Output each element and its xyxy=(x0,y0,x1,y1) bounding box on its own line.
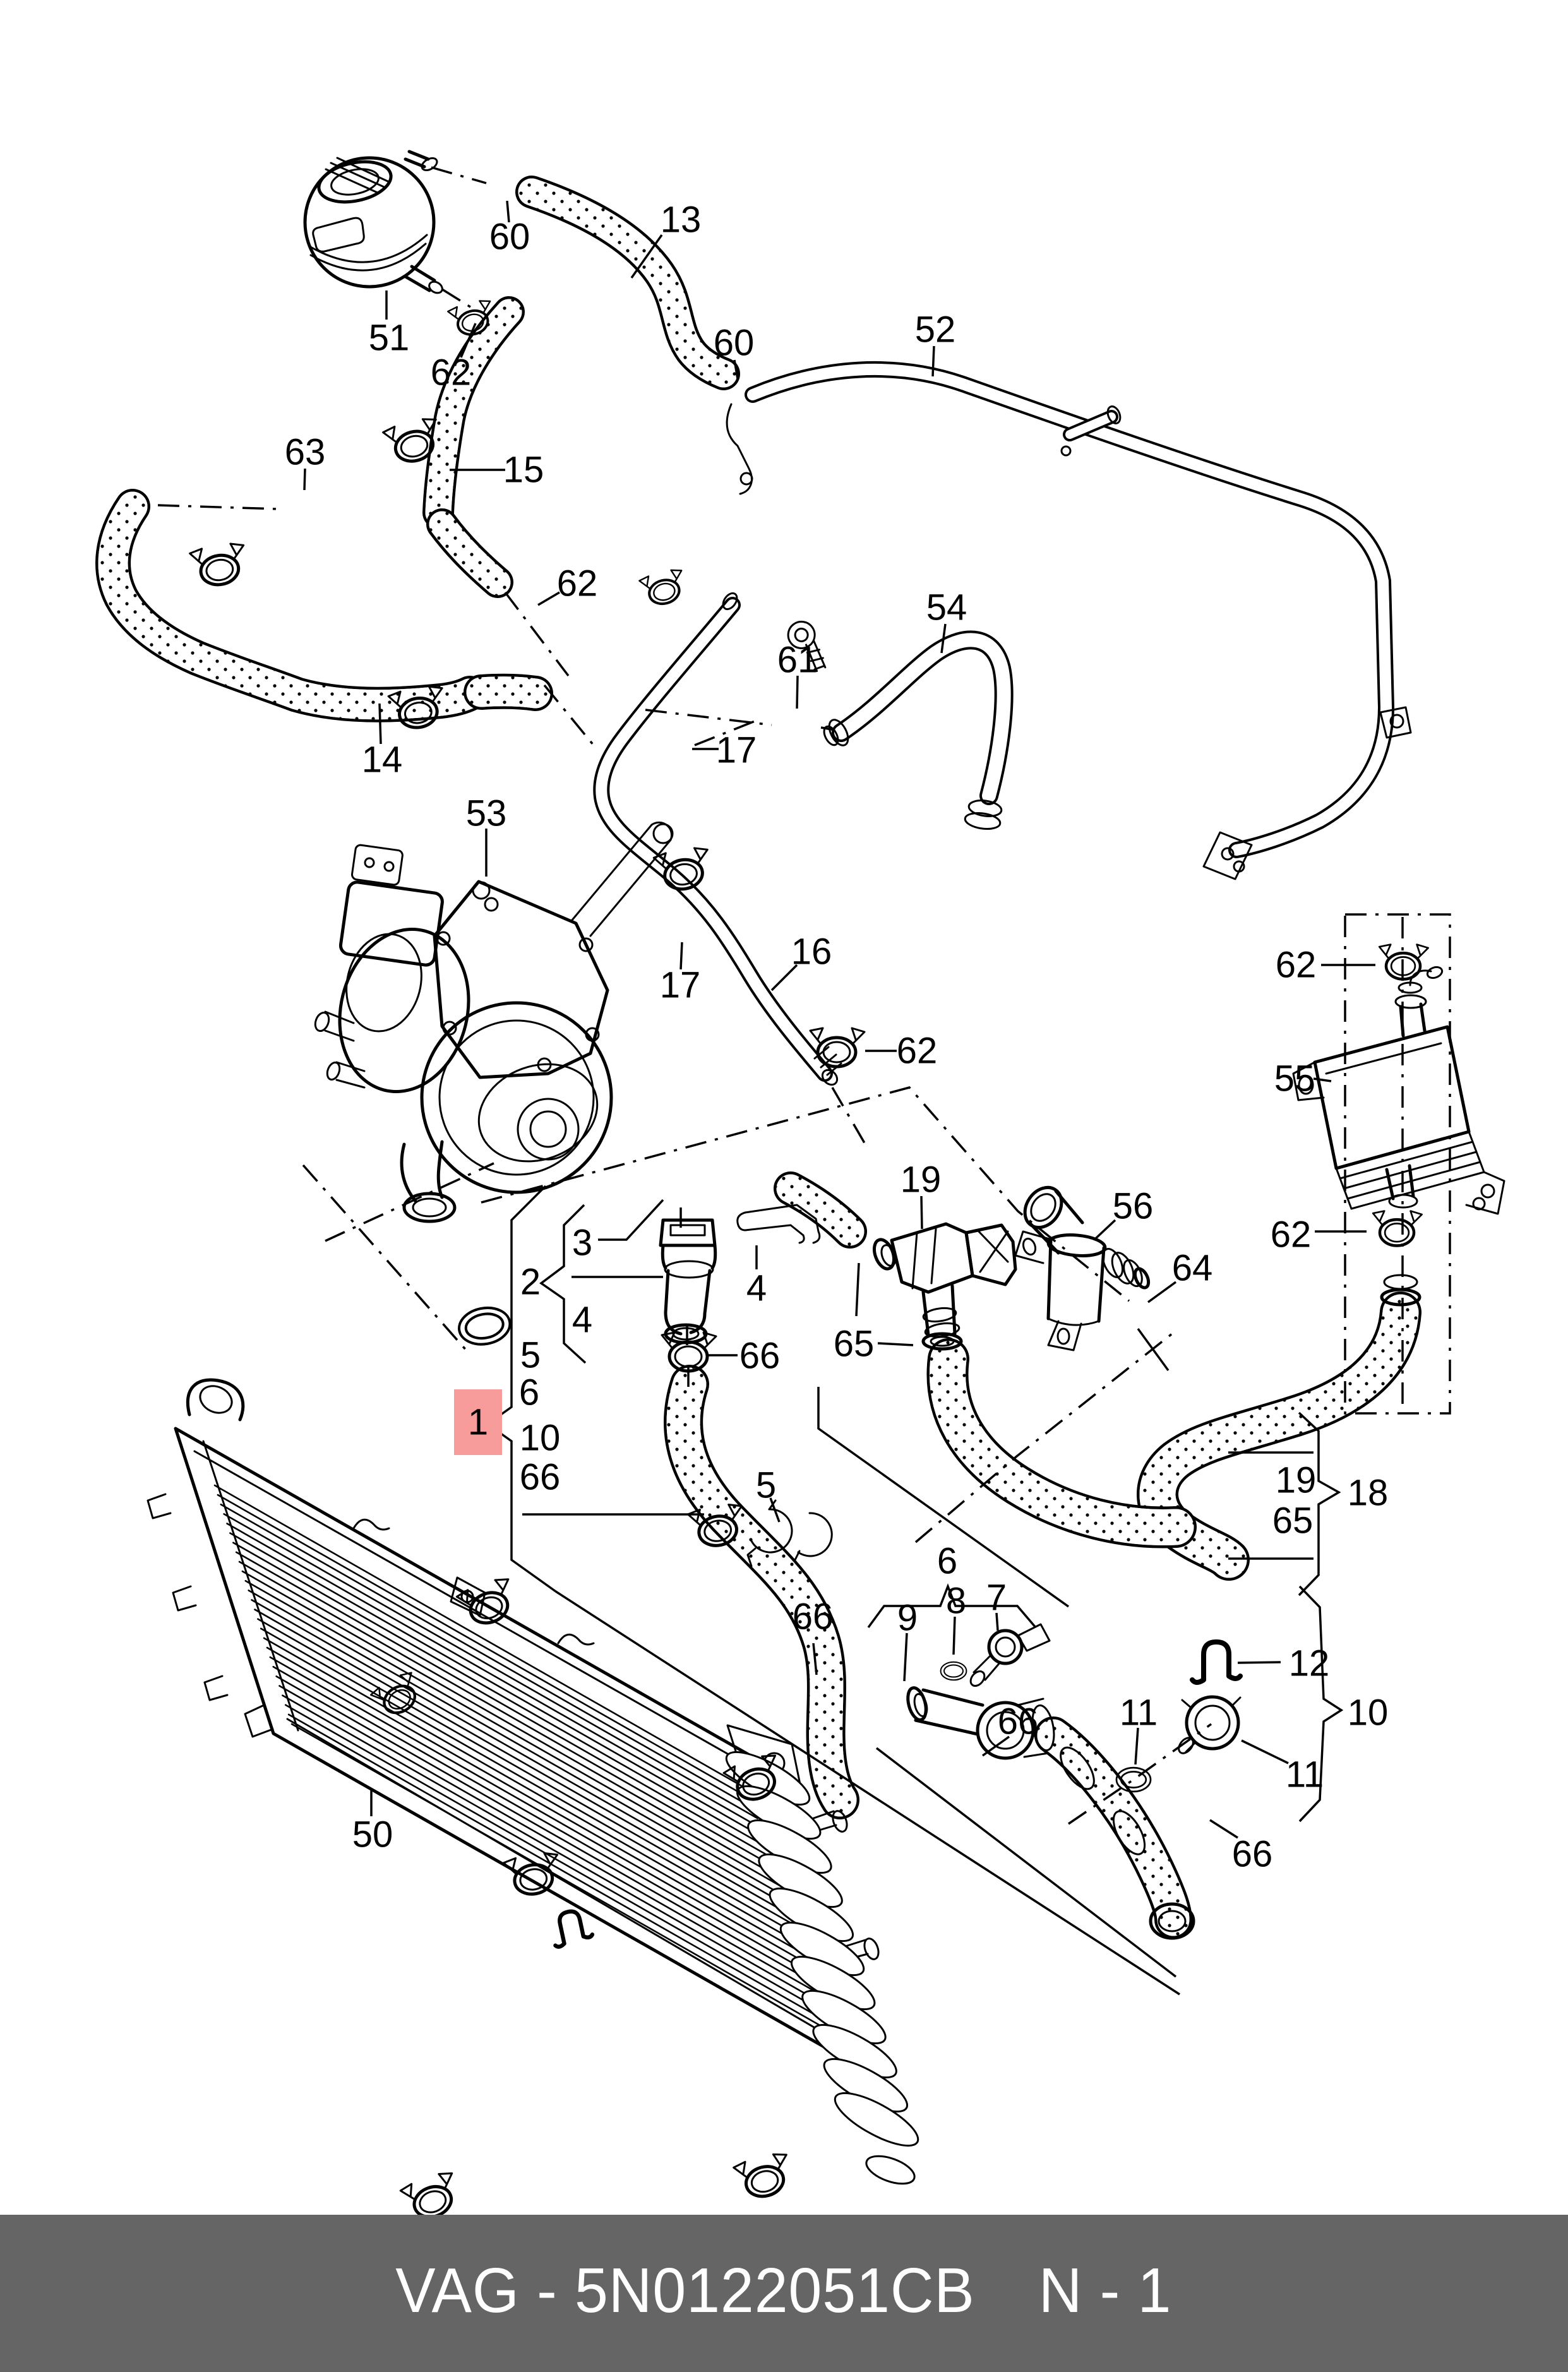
part-label-8: 8 xyxy=(946,1581,966,1622)
part-label-51: 51 xyxy=(369,318,410,359)
hose-15-branch xyxy=(429,511,511,596)
retaining-clip-9 xyxy=(549,1908,593,1948)
hose-15-main xyxy=(425,299,522,526)
part-label-17-b: 17 xyxy=(660,965,701,1006)
construction-lines xyxy=(157,166,1451,1825)
part-label-1: 1 xyxy=(468,1402,488,1443)
part-label-62-c: 62 xyxy=(897,1031,938,1072)
part-label-61: 61 xyxy=(777,640,818,681)
part-label-62-d: 62 xyxy=(1276,945,1317,986)
part-label-62-b: 62 xyxy=(557,563,598,604)
part-label-3: 3 xyxy=(572,1223,592,1264)
hose-14-end xyxy=(466,676,551,709)
part-label-17-a: 17 xyxy=(716,730,757,771)
hose-1 xyxy=(666,1367,857,1817)
hose-18-stub xyxy=(776,1174,865,1246)
pipes-layer xyxy=(593,361,1395,1082)
sensor-7 xyxy=(969,1623,1051,1687)
part-label-66-e: 66 xyxy=(1232,1834,1273,1875)
part-label-9: 9 xyxy=(897,1598,918,1639)
part-label-62-e: 62 xyxy=(1271,1214,1312,1255)
parts-layer xyxy=(147,150,1505,2185)
part-label-6-a: 6 xyxy=(519,1372,539,1413)
part-label-7: 7 xyxy=(986,1578,1007,1619)
clamp-66-e xyxy=(733,2151,796,2202)
part-label-5-b: 5 xyxy=(756,1465,776,1506)
part-label-15: 15 xyxy=(503,450,544,491)
valve-19 xyxy=(872,1222,1017,1351)
part-label-52: 52 xyxy=(915,309,956,350)
part-label-16: 16 xyxy=(791,931,832,973)
part-label-65-a: 65 xyxy=(834,1324,875,1365)
part-label-60-a: 60 xyxy=(489,217,530,258)
part-label-60-b: 60 xyxy=(714,323,755,364)
part-label-19-b: 19 xyxy=(1276,1460,1317,1501)
part-label-13: 13 xyxy=(661,200,702,241)
holder-5 xyxy=(746,1499,833,1567)
part-label-65-b: 65 xyxy=(1272,1500,1314,1542)
hose-13 xyxy=(518,178,738,388)
oil-cooler xyxy=(1292,966,1505,1307)
clamp-62-e xyxy=(1373,1211,1421,1246)
part-label-4-a: 4 xyxy=(572,1300,592,1341)
part-label-10-a: 10 xyxy=(520,1418,561,1459)
part-label-10-b: 10 xyxy=(1348,1692,1389,1734)
part-label-66-a: 66 xyxy=(520,1457,561,1498)
part-label-18: 18 xyxy=(1348,1473,1389,1514)
o-ring-8 xyxy=(939,1661,968,1681)
clamp-65-upper xyxy=(456,1576,520,1631)
part-label-11-b: 11 xyxy=(1286,1754,1324,1795)
part-label-55: 55 xyxy=(1274,1058,1315,1099)
part-label-66-c: 66 xyxy=(793,1596,834,1638)
footer-part-code: VAG - 5N0122051CB xyxy=(395,2255,975,2326)
highlight-box-1 xyxy=(454,1389,502,1455)
part-label-64: 64 xyxy=(1172,1248,1213,1289)
part-label-66-d: 66 xyxy=(998,1701,1039,1742)
part-label-14: 14 xyxy=(362,740,403,781)
leader-lines xyxy=(303,200,1375,1996)
connector-56 xyxy=(1014,1185,1151,1351)
part-label-4-b: 4 xyxy=(746,1268,767,1309)
part-label-53: 53 xyxy=(466,793,507,834)
part-label-50: 50 xyxy=(352,1814,393,1855)
part-label-62-a: 62 xyxy=(431,352,472,393)
radiator xyxy=(147,1378,919,2185)
retaining-clip-12 xyxy=(1192,1642,1240,1682)
part-label-66-b: 66 xyxy=(739,1336,781,1377)
thermo-housing xyxy=(906,1686,1242,1940)
part-label-12: 12 xyxy=(1289,1643,1330,1684)
clamp-63 xyxy=(189,541,249,589)
hose-14 xyxy=(95,489,488,722)
footer-page-number: N - 1 xyxy=(1038,2255,1172,2326)
part-label-2: 2 xyxy=(520,1262,541,1303)
part-label-63: 63 xyxy=(285,432,326,473)
part-label-54: 54 xyxy=(926,587,967,628)
part-label-19-a: 19 xyxy=(901,1159,942,1201)
pipe-52-details xyxy=(722,403,1412,1086)
footer-bar: VAG - 5N0122051CB N - 1 xyxy=(0,2215,1568,2372)
water-pump xyxy=(314,821,674,1223)
part-label-11-a: 11 xyxy=(1120,1692,1158,1734)
clamp-60-b xyxy=(639,568,689,609)
part-label-6-b: 6 xyxy=(937,1541,957,1582)
expansion-tank xyxy=(303,150,443,294)
hose-18-lower xyxy=(930,1341,1194,1545)
clamp-62-d xyxy=(1379,945,1428,979)
part-label-5-a: 5 xyxy=(520,1335,541,1376)
part-label-56: 56 xyxy=(1113,1186,1154,1227)
